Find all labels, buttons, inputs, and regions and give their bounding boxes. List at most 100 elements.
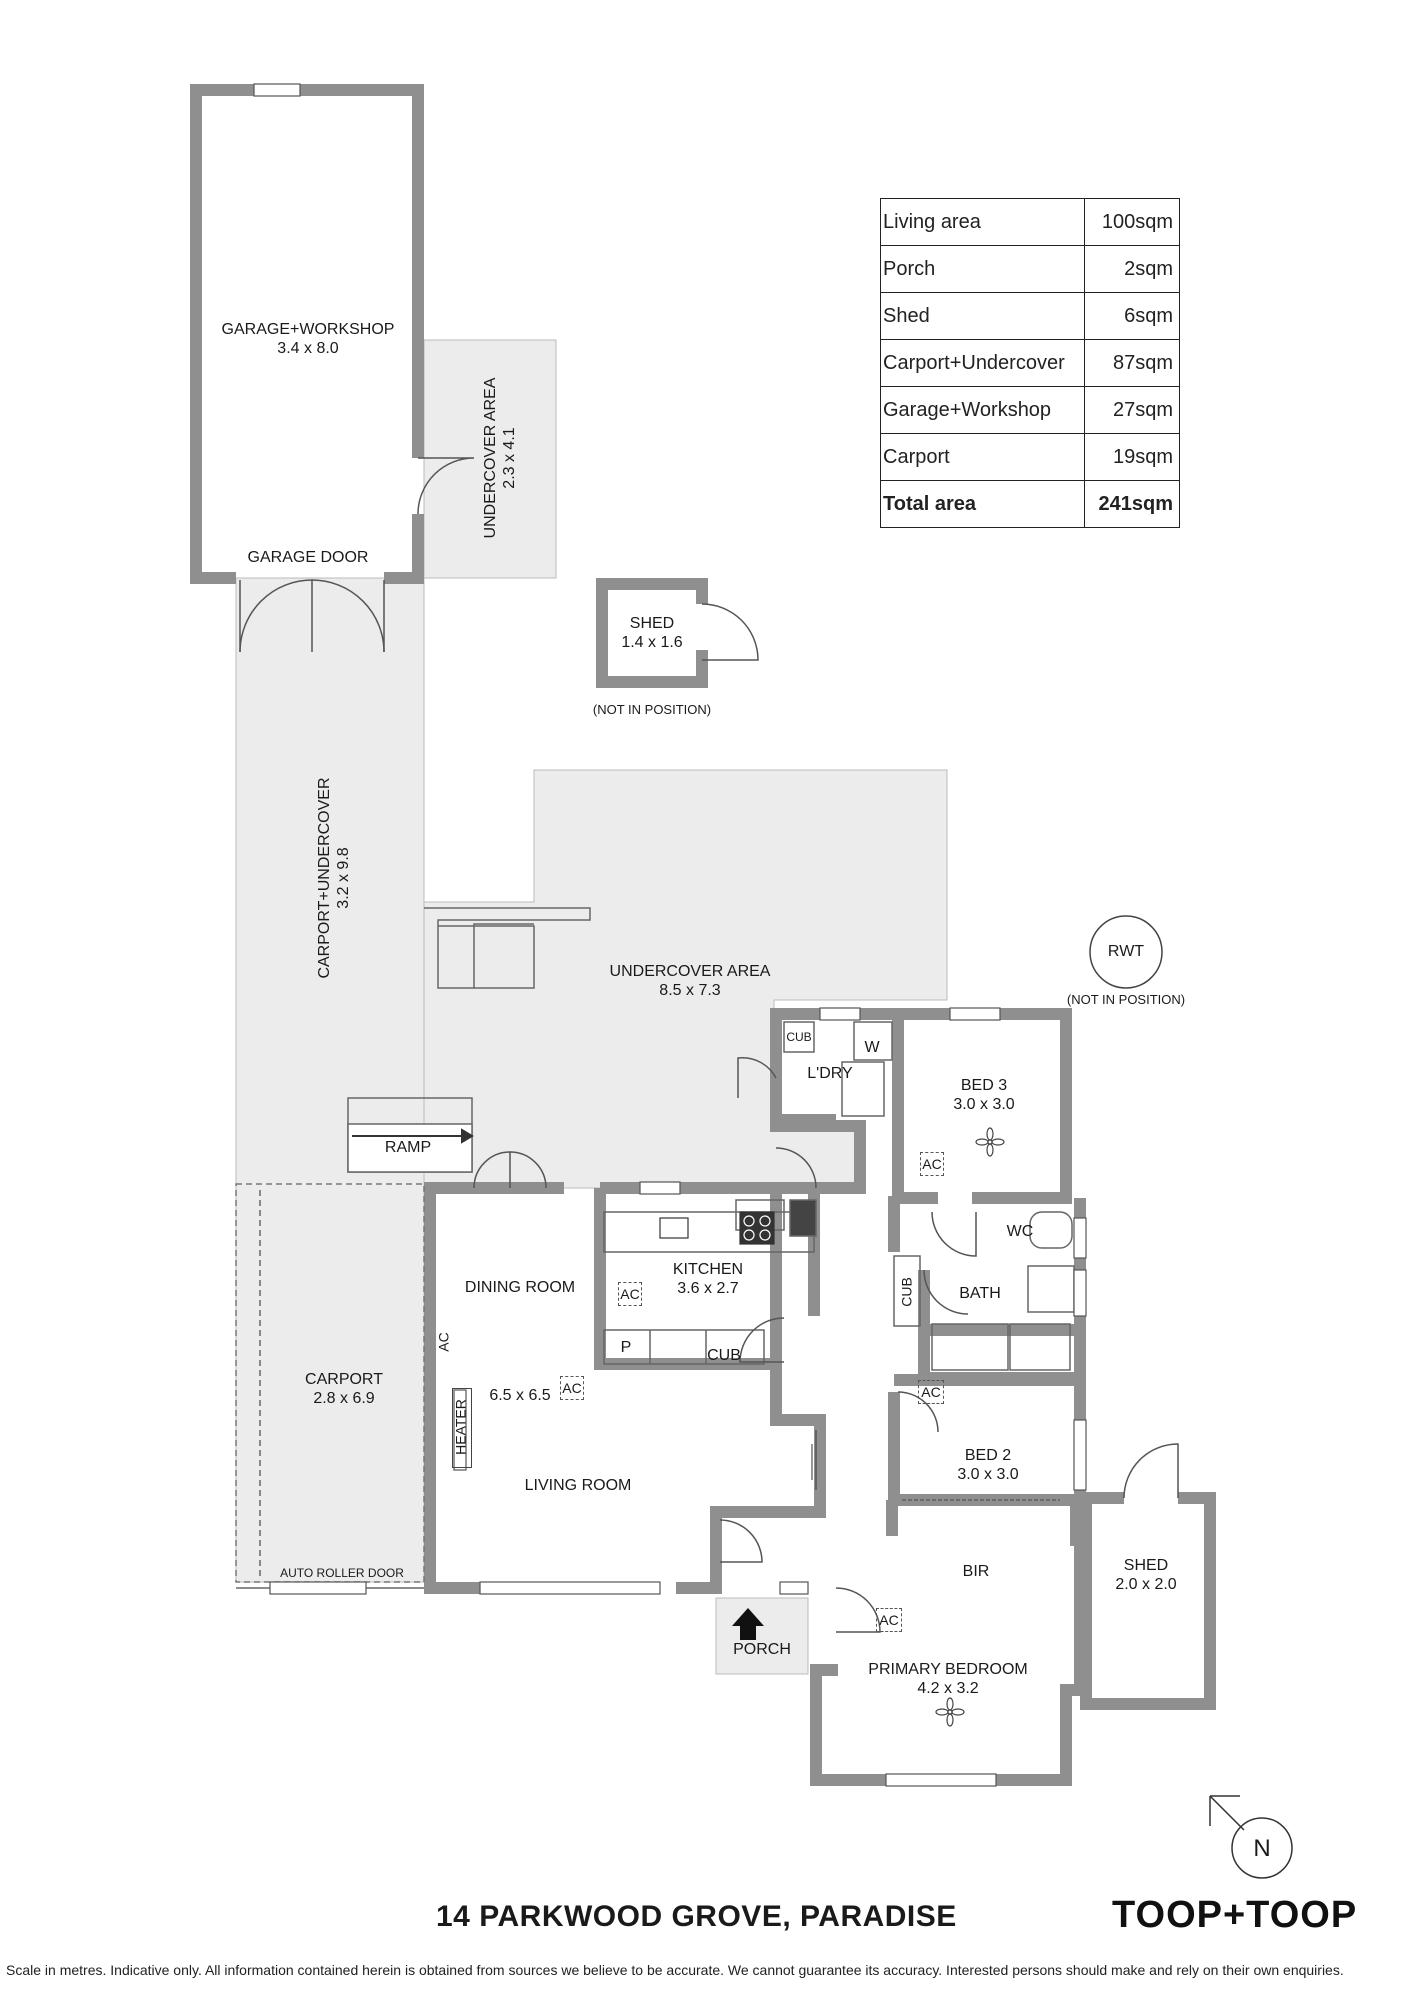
ac-hall: AC bbox=[918, 1380, 944, 1404]
structure-outlines bbox=[235, 907, 1075, 1589]
ac-dining: AC bbox=[435, 1332, 452, 1352]
shed-small-wall bbox=[596, 578, 708, 688]
area-total-value: 241sqm bbox=[1084, 480, 1180, 528]
carport-undercover-label: CARPORT+UNDERCOVER 3.2 x 9.8 bbox=[315, 777, 353, 978]
primary-bedroom-label: PRIMARY BEDROOM 4.2 x 3.2 bbox=[868, 1660, 1027, 1698]
carport-label: CARPORT 2.8 x 6.9 bbox=[305, 1370, 383, 1408]
garage-dim: 3.4 x 8.0 bbox=[277, 340, 339, 357]
bath-label: BATH bbox=[959, 1285, 1001, 1302]
carport-dim: 2.8 x 6.9 bbox=[313, 1390, 375, 1407]
shed-large-label: SHED 2.0 x 2.0 bbox=[1115, 1556, 1176, 1594]
area-label: Carport+Undercover bbox=[880, 339, 1085, 387]
ac-living: AC bbox=[560, 1376, 584, 1400]
garage-door-swing-right bbox=[311, 579, 385, 653]
ceiling-fan-icons bbox=[935, 1127, 1005, 1727]
porch-entry-arrow bbox=[732, 1608, 764, 1640]
shed-small-dim: 1.4 x 1.6 bbox=[621, 634, 683, 651]
undercover-large-name: UNDERCOVER AREA bbox=[609, 963, 771, 980]
area-value: 87sqm bbox=[1084, 339, 1180, 387]
carport-undercover-dim: 3.2 x 9.8 bbox=[335, 847, 352, 909]
area-value: 27sqm bbox=[1084, 386, 1180, 434]
kitchen-name: KITCHEN bbox=[672, 1261, 744, 1278]
disclaimer-text: Scale in metres. Indicative only. All in… bbox=[6, 1962, 1344, 1978]
bed3-dim: 3.0 x 3.0 bbox=[953, 1096, 1015, 1113]
pantry-label: P bbox=[620, 1339, 632, 1356]
ac-primary: AC bbox=[876, 1608, 902, 1632]
auto-roller-door-label: AUTO ROLLER DOOR bbox=[280, 1566, 404, 1580]
rwt-tank-icon bbox=[1089, 915, 1163, 989]
brand-logo: TOOP+TOOP bbox=[1112, 1894, 1358, 1936]
garage-name: GARAGE+WORKSHOP bbox=[221, 321, 395, 338]
washer-label: W bbox=[864, 1039, 880, 1056]
undercover-small-label: UNDERCOVER AREA 2.3 x 4.1 bbox=[481, 378, 519, 539]
wc-label: WC bbox=[1006, 1223, 1034, 1240]
porch-area bbox=[715, 1597, 809, 1675]
north-label: N bbox=[1253, 1835, 1271, 1862]
shed-small-name: SHED bbox=[629, 615, 675, 632]
kitchen-label: KITCHEN 3.6 x 2.7 bbox=[673, 1260, 743, 1298]
heater-label: HEATER bbox=[452, 1399, 469, 1455]
heater-box bbox=[452, 1388, 472, 1468]
area-label: Garage+Workshop bbox=[880, 386, 1085, 434]
undercover-small-dim: 2.3 x 4.1 bbox=[501, 427, 518, 489]
bed2-label: BED 2 3.0 x 3.0 bbox=[957, 1446, 1018, 1484]
primary-bedroom-name: PRIMARY BEDROOM bbox=[868, 1661, 1028, 1678]
living-label: LIVING ROOM bbox=[524, 1477, 632, 1494]
area-value: 2sqm bbox=[1084, 245, 1180, 293]
rwt-label: RWT bbox=[1107, 943, 1145, 960]
primary-bedroom-dim: 4.2 x 3.2 bbox=[917, 1680, 979, 1697]
carport-undercover-area bbox=[235, 577, 425, 1583]
ramp-arrow bbox=[352, 1128, 474, 1144]
covered-areas bbox=[235, 339, 948, 1675]
area-total-label: Total area bbox=[880, 480, 1085, 528]
area-value: 19sqm bbox=[1084, 433, 1180, 481]
laundry-cub-label: CUB bbox=[786, 1030, 812, 1044]
undercover-large-dim: 8.5 x 7.3 bbox=[659, 982, 721, 999]
undercover-large-label: UNDERCOVER AREA 8.5 x 7.3 bbox=[610, 962, 771, 1000]
shed-large-dim: 2.0 x 2.0 bbox=[1115, 1576, 1177, 1593]
garage-label: GARAGE+WORKSHOP 3.4 x 8.0 bbox=[222, 320, 395, 358]
ramp-label: RAMP bbox=[384, 1139, 432, 1156]
north-arrow-icon bbox=[1209, 1795, 1293, 1879]
area-value: 100sqm bbox=[1084, 198, 1180, 246]
porch-label: PORCH bbox=[733, 1641, 791, 1658]
shed-large-name: SHED bbox=[1123, 1557, 1169, 1574]
area-label: Living area bbox=[880, 198, 1085, 246]
area-value: 6sqm bbox=[1084, 292, 1180, 340]
shed-not-in-position: (NOT IN POSITION) bbox=[592, 702, 712, 717]
garage-door-label: GARAGE DOOR bbox=[247, 549, 369, 566]
undercover-small-area bbox=[423, 339, 557, 579]
ac-bed3: AC bbox=[920, 1152, 944, 1176]
shed-small-label: SHED 1.4 x 1.6 bbox=[621, 614, 682, 652]
property-address: 14 PARKWOOD GROVE, PARADISE bbox=[436, 1900, 957, 1933]
rwt-not-in-position: (NOT IN POSITION) bbox=[1066, 992, 1186, 1007]
bed2-name: BED 2 bbox=[964, 1447, 1012, 1464]
kitchen-dim: 3.6 x 2.7 bbox=[677, 1280, 739, 1297]
living-dim-label: 6.5 x 6.5 bbox=[489, 1387, 551, 1404]
garage-wall bbox=[190, 84, 424, 584]
carport-undercover-name: CARPORT+UNDERCOVER bbox=[316, 777, 333, 979]
garage-door-swing-left bbox=[239, 579, 313, 653]
area-label: Porch bbox=[880, 245, 1085, 293]
area-label: Carport bbox=[880, 433, 1085, 481]
bed2-dim: 3.0 x 3.0 bbox=[957, 1466, 1019, 1483]
bed3-name: BED 3 bbox=[960, 1077, 1008, 1094]
kitchen-cub-label: CUB bbox=[707, 1347, 741, 1364]
area-label: Shed bbox=[880, 292, 1085, 340]
undercover-small-name: UNDERCOVER AREA bbox=[482, 377, 499, 539]
windows bbox=[253, 83, 1087, 1787]
hall-cub-label: CUB bbox=[898, 1277, 915, 1307]
bir-label: BIR bbox=[962, 1563, 990, 1580]
kitchen-fixtures bbox=[659, 1211, 775, 1245]
ac-kitchen: AC bbox=[618, 1282, 642, 1306]
